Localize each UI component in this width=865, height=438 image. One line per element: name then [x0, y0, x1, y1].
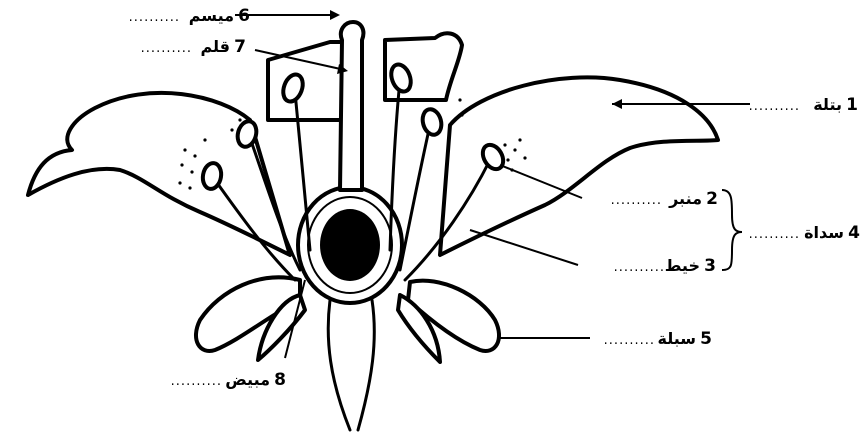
svg-text:7: 7 [234, 37, 246, 57]
svg-text:..........: .......... [611, 193, 662, 208]
stamen-brace [722, 190, 742, 270]
svg-text:بتلة: بتلة [813, 95, 842, 114]
svg-text:2: 2 [706, 189, 718, 209]
svg-text:6: 6 [238, 6, 250, 26]
svg-text:..........: .......... [141, 41, 192, 56]
svg-text:..........: .......... [749, 227, 800, 242]
petal-back [268, 42, 345, 120]
svg-text:..........: .......... [604, 333, 655, 348]
label-4: 4 سداة .......... [749, 223, 860, 243]
svg-text:خيط: خيط [665, 256, 700, 275]
svg-text:ميسم: ميسم [189, 6, 234, 25]
label-6: 6 ميسم .......... [129, 6, 250, 26]
label-7: 7 قلم .......... [141, 37, 246, 57]
svg-text:..........: .......... [171, 374, 222, 389]
leader-line-3 [470, 230, 578, 265]
label-2: 2 منبر .......... [611, 189, 718, 209]
svg-text:4: 4 [848, 223, 860, 243]
svg-text:8: 8 [274, 370, 286, 390]
svg-text:..........: .......... [129, 10, 180, 25]
stem [328, 300, 374, 430]
svg-text:..........: .......... [614, 260, 665, 275]
label-3: 3 خيط .......... [614, 256, 716, 276]
svg-text:سداة: سداة [804, 223, 844, 242]
svg-text:1: 1 [846, 95, 858, 115]
svg-text:سبلة: سبلة [658, 329, 697, 348]
svg-text:3: 3 [704, 256, 716, 276]
svg-text:5: 5 [700, 329, 712, 349]
svg-text:منبر: منبر [668, 189, 702, 208]
ovule [320, 209, 380, 281]
svg-text:مبيض: مبيض [225, 370, 270, 389]
svg-text:قلم: قلم [200, 37, 230, 56]
label-8: 8 مبيض .......... [171, 370, 286, 390]
label-5: 5 سبلة .......... [604, 329, 712, 349]
leader-arrow-6 [330, 10, 340, 20]
label-1: 1 بتلة .......... [749, 95, 858, 115]
svg-text:..........: .......... [749, 99, 800, 114]
style [340, 22, 363, 190]
